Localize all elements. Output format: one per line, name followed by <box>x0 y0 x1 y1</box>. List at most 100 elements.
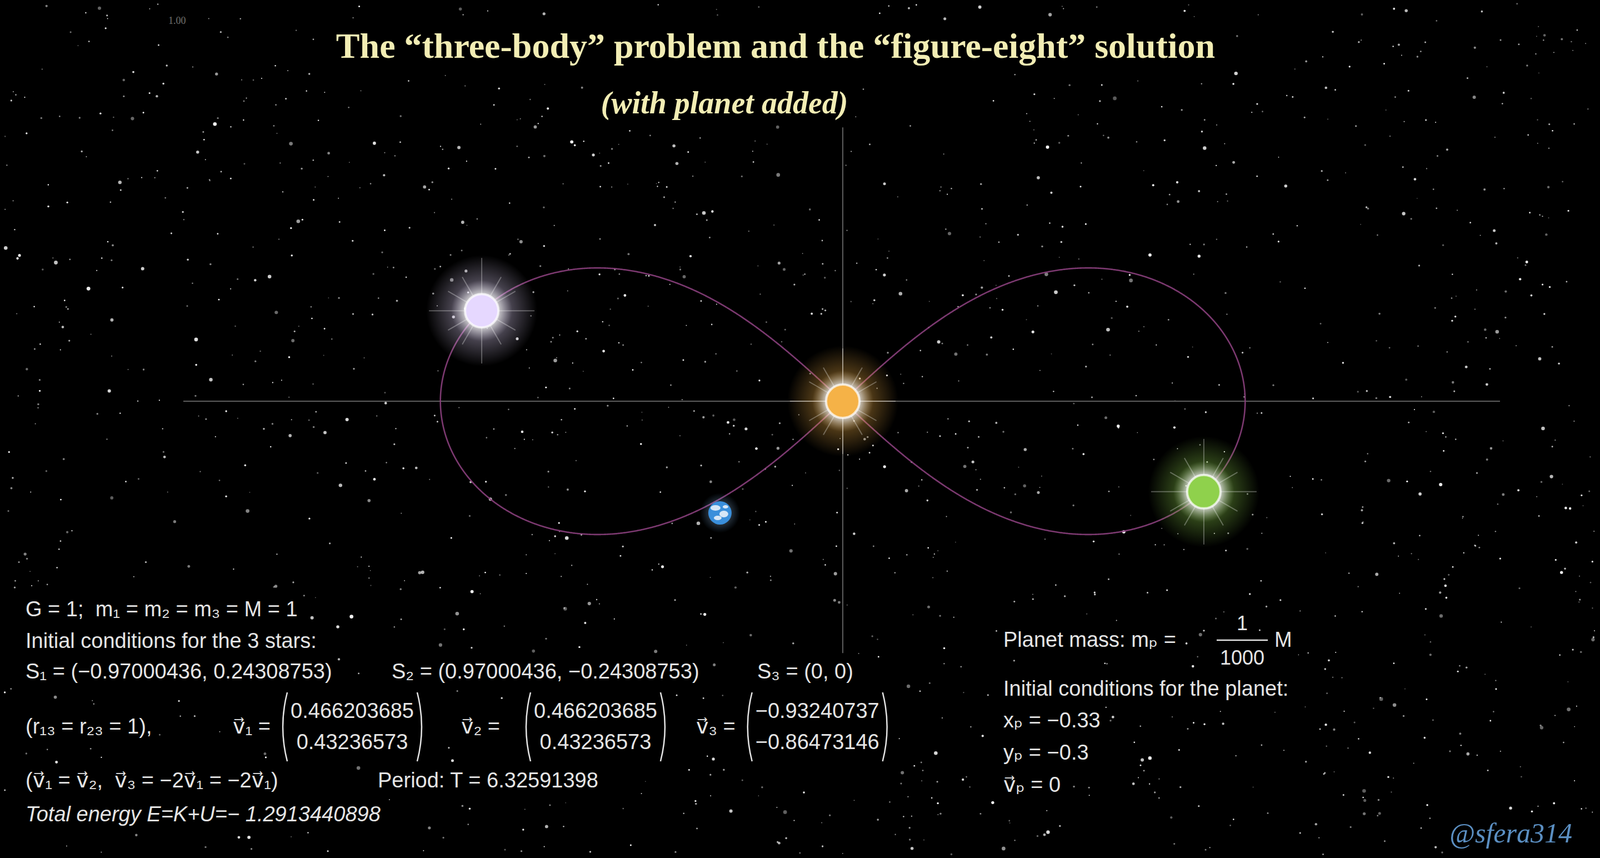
background-star <box>60 349 62 351</box>
background-star <box>262 427 265 430</box>
background-star <box>554 552 556 554</box>
background-star <box>981 208 983 210</box>
background-star <box>828 814 831 817</box>
background-star <box>1424 634 1426 636</box>
background-star <box>630 844 632 847</box>
background-star <box>1334 88 1337 91</box>
background-star <box>431 181 433 183</box>
background-star <box>273 125 275 127</box>
background-star <box>1216 124 1218 126</box>
background-star <box>158 733 161 736</box>
background-star <box>838 469 840 471</box>
background-star <box>1305 60 1308 63</box>
background-star <box>245 97 247 99</box>
background-star <box>1324 86 1328 90</box>
background-star <box>122 78 125 82</box>
background-star <box>439 265 442 268</box>
background-star <box>1044 538 1046 540</box>
background-star <box>1342 361 1344 364</box>
background-star <box>1218 383 1220 386</box>
background-star <box>1590 581 1592 584</box>
background-star <box>946 515 948 517</box>
background-star <box>1537 805 1539 807</box>
background-star <box>6 164 8 166</box>
background-star <box>1445 596 1448 599</box>
background-star <box>1562 483 1564 485</box>
background-star <box>1570 41 1573 43</box>
background-star <box>507 408 510 410</box>
background-star <box>562 825 565 828</box>
background-star <box>1252 786 1254 788</box>
background-star <box>1033 129 1035 131</box>
planet-disc <box>708 501 732 525</box>
background-star <box>966 344 969 347</box>
background-star <box>1068 84 1071 87</box>
background-star <box>230 288 232 290</box>
background-star <box>111 355 113 357</box>
background-star <box>868 143 871 145</box>
background-star <box>1454 315 1457 318</box>
background-star <box>876 818 879 821</box>
background-star <box>1036 835 1039 837</box>
background-star <box>1299 610 1301 612</box>
background-star <box>1201 83 1203 85</box>
background-star <box>1567 681 1569 683</box>
background-star <box>367 498 371 503</box>
background-star <box>1299 832 1302 834</box>
background-star <box>618 342 620 344</box>
background-star <box>110 496 114 500</box>
background-star <box>846 604 848 606</box>
background-star <box>60 498 62 501</box>
background-star <box>529 98 532 101</box>
background-star <box>658 181 660 183</box>
background-star <box>1410 217 1413 220</box>
background-star <box>855 116 857 118</box>
background-star <box>323 355 325 357</box>
background-star <box>591 153 595 157</box>
background-star <box>1167 318 1170 321</box>
background-star <box>950 187 953 190</box>
background-star <box>1041 245 1044 248</box>
background-star <box>883 465 887 468</box>
background-star <box>1575 541 1578 544</box>
subtitle: (with planet added) <box>601 85 849 121</box>
background-star <box>688 768 690 771</box>
background-star <box>1434 845 1437 848</box>
background-star <box>1333 771 1335 773</box>
star-1 <box>426 255 538 367</box>
background-star <box>1466 77 1469 79</box>
background-star <box>651 568 653 570</box>
background-star <box>1591 811 1593 813</box>
background-star <box>1163 543 1165 546</box>
background-star <box>1402 211 1406 215</box>
background-star <box>52 257 54 259</box>
background-star <box>986 353 989 356</box>
background-star <box>1576 29 1578 31</box>
background-star <box>882 273 886 277</box>
background-star <box>1225 193 1228 195</box>
background-star <box>1171 382 1173 384</box>
background-star <box>802 791 805 794</box>
background-star <box>611 186 613 188</box>
background-star <box>821 307 824 310</box>
background-star <box>1002 430 1004 433</box>
background-star <box>1357 586 1359 588</box>
background-star <box>215 436 217 438</box>
background-star <box>1367 452 1369 454</box>
background-star <box>1492 229 1496 233</box>
background-star <box>107 241 109 243</box>
background-star <box>1375 340 1378 342</box>
background-star <box>1278 156 1280 158</box>
background-star <box>464 85 466 87</box>
background-star <box>1360 508 1363 512</box>
background-star <box>653 649 658 653</box>
background-star <box>1398 592 1400 594</box>
background-star <box>371 313 374 315</box>
background-star <box>1319 728 1322 730</box>
background-star <box>1580 807 1583 810</box>
background-star <box>65 306 68 308</box>
background-star <box>178 700 180 702</box>
background-star <box>955 432 957 435</box>
background-star <box>531 533 533 535</box>
background-star <box>910 846 914 850</box>
